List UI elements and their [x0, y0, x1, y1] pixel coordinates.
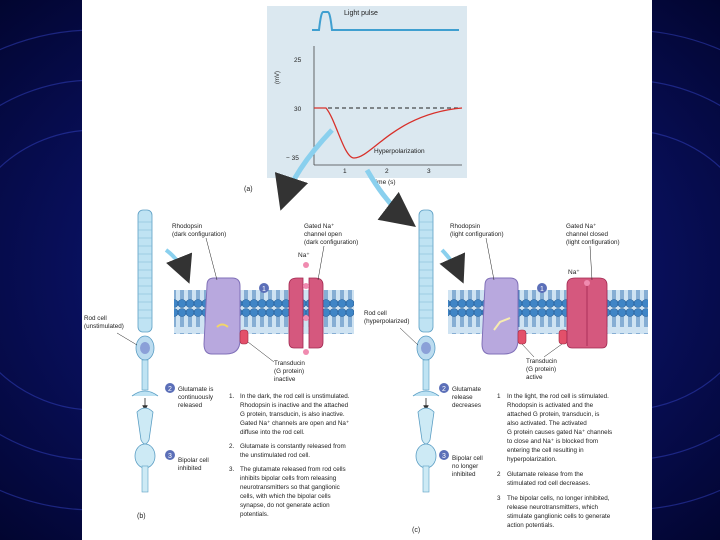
x-tick-3: 3: [427, 168, 431, 175]
curve-label: Hyperpolarization: [374, 148, 425, 155]
rod-cell-leader-light: [399, 327, 419, 346]
panel-a-label: (a): [244, 186, 253, 193]
step2-marker-dark: [165, 383, 175, 393]
na-channel-open: [288, 277, 324, 349]
rod-cell-label-dark: Rod cell (unstimulated): [84, 315, 124, 330]
rhodopsin-leader-dark: [205, 237, 218, 281]
step3-text-dark: The glutamate released from rod cells in…: [240, 466, 347, 518]
transducin-leader-light-a: [521, 343, 535, 358]
na-channel-closed: [566, 277, 608, 349]
arrow-to-dark-panel: [274, 128, 334, 211]
step3-number-dark: 3.: [229, 466, 235, 473]
retinal-dark: [216, 323, 229, 328]
na-label-light: Na⁺: [568, 269, 580, 276]
glutamate-label-dark: Glutamate is continuously released: [178, 386, 215, 409]
step2-text-light: Glutamate release from the stimulated ro…: [507, 471, 591, 487]
x-axis-label: Time (s): [372, 179, 396, 186]
bipolar-label-dark: Bipolar cell inhibited: [178, 457, 211, 472]
na-label-dark: Na⁺: [298, 252, 310, 259]
rod-cell-diagram: Light pulse (mV) 25 30 − 35 Hyperpolariz…: [84, 6, 648, 534]
y-tick-35: − 35: [286, 155, 299, 162]
light-pulse-label: Light pulse: [344, 10, 378, 17]
step1-text-dark: In the dark, the rod cell is unstimulate…: [240, 393, 351, 436]
zoom-arrow-dark: [164, 248, 193, 284]
channel-leader-light: [589, 245, 593, 281]
x-tick-2: 2: [385, 168, 389, 175]
membrane-light: [448, 290, 648, 334]
transducin-label-dark: Transducin (G protein) inactive: [274, 360, 307, 383]
y-tick-25: 25: [294, 57, 302, 64]
step1-number-light: 1: [497, 393, 501, 400]
channel-label-light: Gated Na⁺ channel closed (light configur…: [566, 223, 620, 246]
x-tick-1: 1: [343, 168, 347, 175]
step2-num-dark: 2: [168, 386, 172, 393]
light-pulse-trace: [312, 11, 459, 31]
steps-text-light: 1 In the light, the rod cell is stimulat…: [497, 393, 614, 529]
step3-marker-dark: [165, 450, 175, 460]
step3-marker-light: [439, 450, 449, 460]
channel-label-dark: Gated Na⁺ channel open (dark configurati…: [304, 223, 358, 246]
step2-text-dark: Glutamate is constantly released from th…: [240, 443, 347, 459]
step1-num-dark: 1: [262, 286, 266, 293]
step1-number-dark: 1.: [229, 393, 235, 400]
step3-num-dark: 3: [168, 453, 172, 460]
rhodopsin-light: [481, 277, 519, 355]
retinal-light: [493, 317, 511, 331]
step3-text-light: The bipolar cells, no longer inhibited, …: [507, 495, 612, 529]
rhodopsin-dark: [203, 277, 241, 355]
rod-cell-light: [412, 209, 440, 493]
transducin-label-light: Transducin (G protein) active: [526, 358, 559, 381]
rhodopsin-leader-light: [485, 237, 495, 281]
graph-background: [267, 6, 467, 178]
panel-b-label: (b): [137, 513, 146, 520]
step1-marker-dark: [259, 283, 269, 293]
step2-number-light: 2: [497, 471, 501, 478]
y-tick-30: 30: [294, 106, 302, 113]
transducin-light-b: [558, 329, 568, 345]
arrow-to-light-panel: [364, 168, 416, 228]
hyperpolarization-curve: [314, 107, 463, 159]
transducin-light-a: [517, 329, 527, 345]
step2-marker-light: [439, 383, 449, 393]
zoom-arrow-light: [439, 248, 466, 284]
rod-cell-leader-dark: [116, 332, 138, 346]
rod-cell-label-light: Rod cell (hyperpolarized): [364, 310, 410, 325]
na-ion-dark: [303, 262, 309, 268]
glutamate-label-light: Glutamate release decreases: [452, 386, 483, 409]
step1-marker-light: [537, 283, 547, 293]
channel-leader-dark: [317, 245, 325, 281]
panel-c-label: (c): [412, 527, 420, 534]
bipolar-label-light: Bipolar cell no longer inhibited: [452, 455, 485, 478]
transducin-dark: [239, 329, 249, 345]
membrane-dark: [174, 290, 354, 334]
step2-num-light: 2: [442, 386, 446, 393]
panel-c-light: Na⁺ 1 Rhodopsin (light configuration) Ga…: [364, 209, 648, 534]
diagram-slide: Light pulse (mV) 25 30 − 35 Hyperpolariz…: [82, 0, 652, 540]
rhodopsin-label-dark: Rhodopsin (dark configuration): [172, 223, 226, 238]
panel-b-dark: Na⁺ 1 Rhodopsin (dark configuration) Gat…: [84, 209, 358, 520]
step1-text-light: In the light, the rod cell is stimulated…: [507, 393, 614, 463]
rod-cell-dark: [131, 209, 159, 493]
na-ion-light: [584, 280, 590, 286]
transducin-leader-light-b: [543, 343, 563, 358]
step3-number-light: 3: [497, 495, 501, 502]
step3-num-light: 3: [442, 453, 446, 460]
panel-a-graph: Light pulse (mV) 25 30 − 35 Hyperpolariz…: [244, 6, 467, 193]
step2-number-dark: 2.: [229, 443, 235, 450]
transducin-leader-dark: [247, 341, 275, 363]
step1-num-light: 1: [540, 286, 544, 293]
rhodopsin-label-light: Rhodopsin (light configuration): [450, 223, 504, 238]
steps-text-dark: 1. In the dark, the rod cell is unstimul…: [229, 393, 351, 518]
na-ion-inside-dark: [303, 349, 309, 355]
y-axis-label: (mV): [275, 71, 281, 84]
